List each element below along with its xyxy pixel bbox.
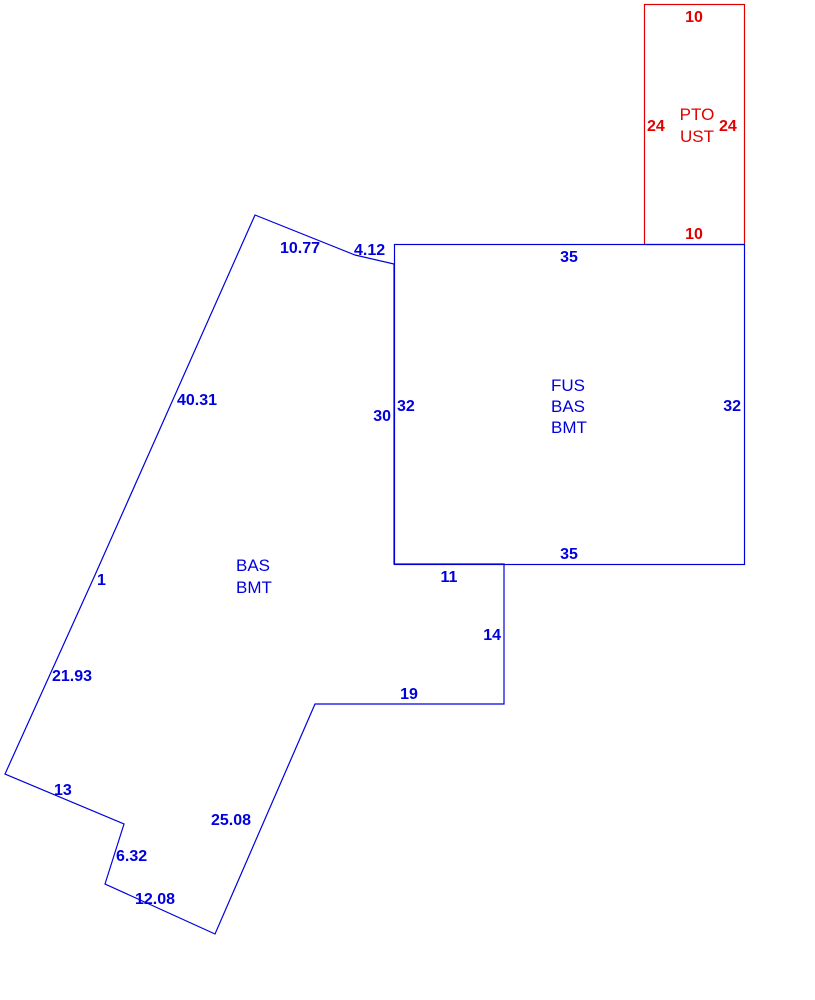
dim-diag-bottom: 25.08 (211, 812, 251, 829)
area-label-upper-3: BMT (551, 418, 587, 437)
dim-right-drop: 14 (483, 627, 501, 644)
area-label-upper-2: BAS (551, 397, 585, 416)
dim-patio-top: 10 (685, 9, 703, 26)
dim-upper-right: 32 (723, 398, 741, 415)
dim-notch: 6.32 (116, 848, 147, 865)
dim-slope-top: 10.77 (280, 240, 320, 257)
area-label-lower-2: BMT (236, 578, 272, 597)
dim-patio-left: 24 (647, 118, 665, 135)
dim-base-left: 13 (54, 782, 72, 799)
dim-base-bottom: 12.08 (135, 891, 175, 908)
area-label-lower-1: BAS (236, 556, 270, 575)
dim-upper-bottom: 35 (560, 546, 578, 563)
lower-floor-outline (4, 214, 505, 935)
dim-slope-small: 4.12 (354, 242, 385, 259)
area-label-upper-1: FUS (551, 376, 585, 395)
dim-left-break: 1 (97, 572, 106, 589)
dim-patio-right: 24 (719, 118, 737, 135)
dim-bottom-run: 19 (400, 686, 418, 703)
dim-left-lower: 21.93 (52, 668, 92, 685)
area-label-patio-2: UST (680, 127, 714, 146)
dim-bottom-step: 11 (441, 569, 458, 586)
dim-left-long: 40.31 (177, 392, 217, 409)
dim-left-inner: 30 (373, 408, 391, 425)
area-label-patio-1: PTO (680, 105, 715, 124)
dim-upper-top: 35 (560, 249, 578, 266)
dim-upper-left: 32 (397, 398, 415, 415)
dim-patio-bottom: 10 (685, 226, 703, 243)
